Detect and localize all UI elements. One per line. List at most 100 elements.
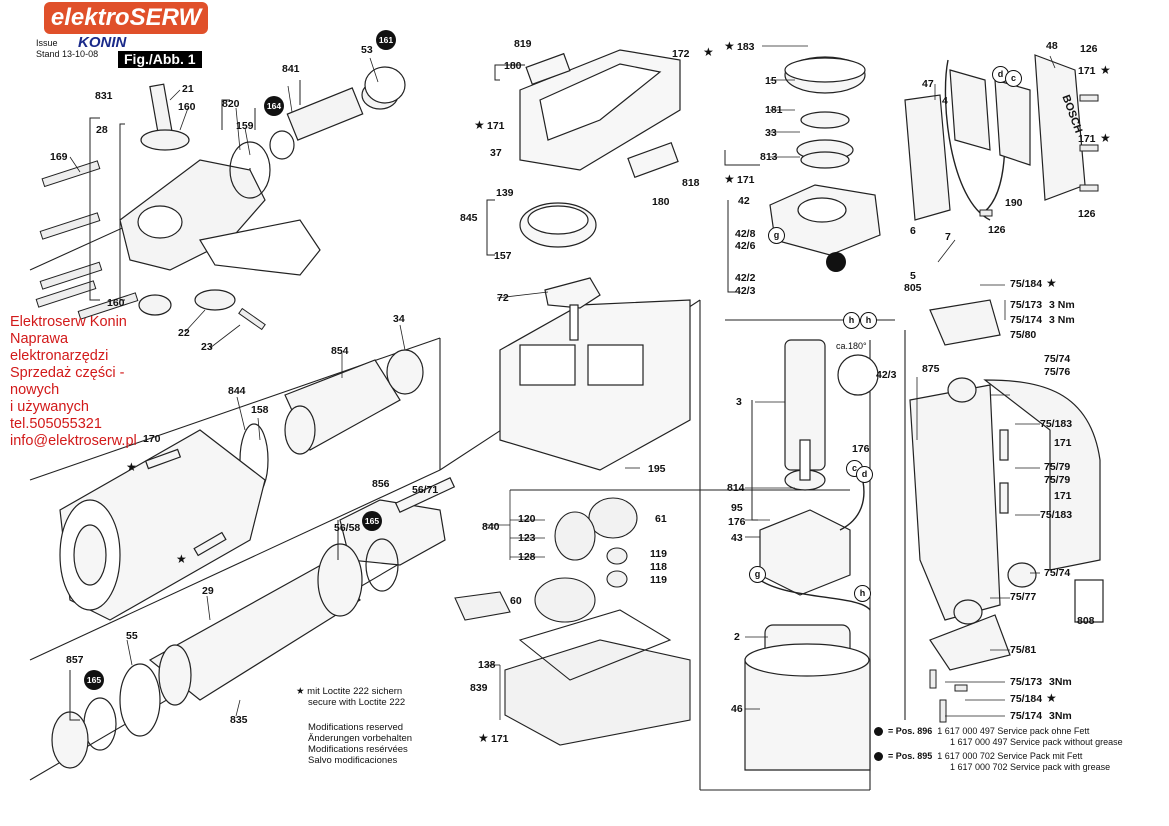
part-label: 34 — [393, 313, 405, 325]
torque-label: 3Nm — [1049, 710, 1072, 722]
figure-title: Fig./Abb. 1 — [118, 51, 202, 68]
part-label: 15 — [765, 75, 777, 87]
part-label: 176 — [728, 516, 746, 528]
part-label: 42/8 — [735, 228, 756, 240]
part-label: 5 — [910, 270, 916, 282]
part-label: 2 — [734, 631, 740, 643]
loctite-star-icon: ★ — [478, 731, 489, 745]
modifications-line: Modifications reserved — [308, 722, 404, 733]
part-label: 180 — [504, 60, 522, 72]
loctite-star-icon: ★ — [126, 460, 137, 474]
part-label: 42/3 — [876, 369, 897, 381]
overlay-line: info@elektroserw.pl — [10, 433, 137, 449]
loctite-star-icon: ★ — [474, 118, 485, 132]
part-label: 160 — [178, 101, 196, 113]
part-label: 120 — [518, 513, 536, 525]
part-label: 171 — [1078, 65, 1096, 77]
torque-label: 3 Nm — [1049, 314, 1075, 326]
modifications-line: Änderungen vorbehalten — [308, 733, 413, 744]
part-label: 75/183 — [1040, 418, 1073, 430]
part-label: 7 — [945, 231, 951, 243]
overlay-line: Sprzedaż części - — [10, 365, 125, 381]
part-label: 160 — [107, 297, 125, 309]
loctite-star-icon: ★ — [176, 552, 187, 566]
part-label: 831 — [95, 90, 113, 102]
loctite-line: ★ mit Loctite 222 sichern — [296, 686, 403, 697]
loctite-note: ★ mit Loctite 222 sichern secure with Lo… — [296, 686, 405, 708]
part-label: 126 — [1080, 43, 1098, 55]
part-label: 839 — [470, 682, 488, 694]
part-label: 171 — [1054, 490, 1072, 502]
part-label: 75/79 — [1044, 474, 1071, 486]
modifications-note: Modifications reserved Änderungen vorbeh… — [308, 722, 412, 766]
part-label: 139 — [496, 187, 514, 199]
part-label: 126 — [1078, 208, 1096, 220]
part-label: 128 — [518, 551, 536, 563]
legend-line: 1 617 000 702 Service pack with grease — [950, 761, 1111, 772]
part-label: 172 — [672, 48, 690, 60]
legend-line: 1 617 000 497 Service pack without greas… — [950, 736, 1123, 747]
part-label: 46 — [731, 703, 743, 715]
part-label: 180 — [652, 196, 670, 208]
loctite-star-icon: ★ — [1100, 131, 1111, 145]
part-label: 857 — [66, 654, 84, 666]
part-label: 55 — [126, 630, 138, 642]
part-label: 95 — [731, 502, 743, 514]
part-label: 171 — [491, 733, 509, 745]
leader-lines — [69, 45, 1056, 720]
screws-right — [929, 94, 1099, 723]
loctite-star-icon: ★ — [703, 45, 714, 59]
kit-badge: 164 — [264, 96, 284, 116]
part-label: 28 — [96, 124, 108, 136]
part-label: 6 — [910, 225, 916, 237]
part-label: 75/183 — [1040, 509, 1073, 521]
connector-marker: h — [860, 312, 877, 329]
part-label: 856 — [372, 478, 390, 490]
part-label: 75/81 — [1010, 644, 1037, 656]
stand-row: Stand 13-10-08 — [36, 49, 98, 60]
part-label: 29 — [202, 585, 214, 597]
legend-pos: = Pos. 895 — [888, 751, 933, 761]
part-label: 840 — [482, 521, 500, 533]
part-label: 819 — [514, 38, 532, 50]
service-pack-badge — [826, 252, 846, 272]
service-pack-legend: = Pos. 896 1 617 000 497 Service pack oh… — [872, 726, 1123, 776]
panel-line — [29, 469, 441, 661]
gears — [454, 497, 691, 746]
loctite-star-icon: ★ — [1046, 276, 1057, 290]
logo-subtitle: KONIN — [78, 34, 127, 51]
part-label: 43 — [731, 532, 743, 544]
part-label: 118 — [650, 561, 667, 573]
part-label: 75/77 — [1010, 591, 1037, 603]
connector-marker: g — [749, 566, 766, 583]
loctite-star-icon: ★ — [724, 39, 735, 53]
part-label: 75/184 — [1010, 693, 1043, 705]
part-label: 169 — [50, 151, 68, 163]
loctite-line: secure with Loctite 222 — [308, 697, 406, 708]
overlay-line: i używanych — [10, 399, 89, 415]
part-label: 53 — [361, 44, 373, 56]
part-label: 845 — [460, 212, 478, 224]
legend-line: 1 617 000 497 Service pack ohne Fett — [937, 726, 1090, 736]
bolts-left — [35, 160, 266, 331]
torque-label: 3 Nm — [1049, 299, 1075, 311]
legend-dot-icon — [874, 727, 883, 736]
loctite-star-icon: ★ — [724, 172, 735, 186]
part-label: 820 — [222, 98, 240, 110]
kit-badge: 161 — [376, 30, 396, 50]
part-label: 4 — [942, 95, 948, 107]
part-label: 171 — [737, 174, 755, 186]
legend-dot-icon — [874, 752, 883, 761]
connector-marker: h — [843, 312, 860, 329]
part-label: 171 — [487, 120, 505, 132]
modifications-line: Modifications resérvées — [308, 744, 408, 755]
part-label: 170 — [143, 433, 161, 445]
angle-note: ca.180° — [836, 341, 867, 351]
connector-marker: c — [1005, 70, 1022, 87]
part-label: 37 — [490, 147, 502, 159]
part-label: 805 — [904, 282, 922, 294]
shop-contact-overlay: Elektroserw Konin Naprawa elektronarzędz… — [10, 314, 160, 450]
part-label: 813 — [760, 151, 778, 163]
chisel-holder-assembly — [119, 66, 406, 316]
